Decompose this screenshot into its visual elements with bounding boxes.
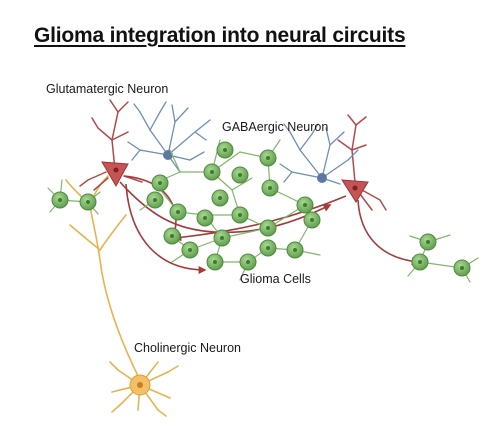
gabaergic-neuron-label: GABAergic Neuron xyxy=(222,120,328,134)
cholinergic-neuron-label: Cholinergic Neuron xyxy=(134,341,241,355)
gabaergic-soma-right xyxy=(317,173,327,183)
glutamatergic-neuron-label: Glutamatergic Neuron xyxy=(46,82,168,96)
glioma-cells-label: Glioma Cells xyxy=(240,272,311,286)
cholinergic-neuron xyxy=(66,176,178,416)
gabaergic-soma-left xyxy=(163,150,173,160)
glutamatergic-soma-left xyxy=(102,162,128,186)
gabaergic-neuron-left xyxy=(128,102,210,172)
